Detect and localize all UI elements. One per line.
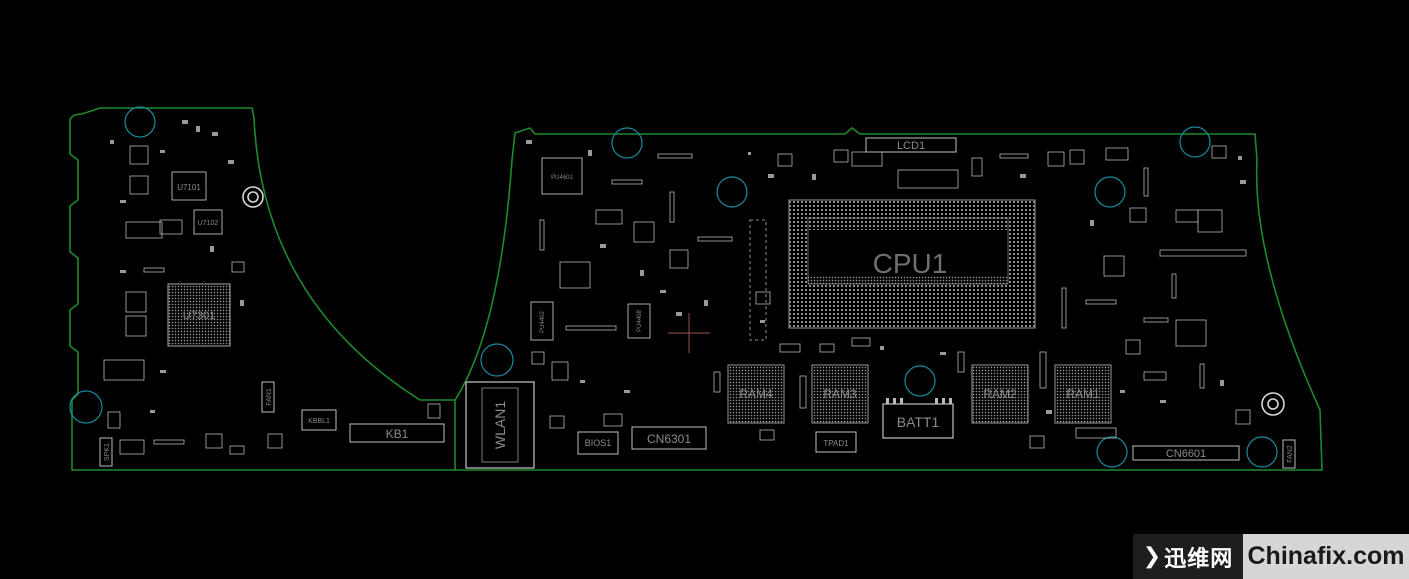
batt1-connector [882,403,954,439]
pu4601-label: PU4601 [551,175,573,181]
watermark-right: Chinafix.com [1243,534,1409,579]
ram-chips [727,364,1112,424]
cn6301-label: CN6301 [647,432,691,446]
u7101-chip [171,171,207,201]
right-board-outline [454,126,1323,471]
u7102-chip [193,209,223,235]
kb1-connector [349,423,445,443]
pu4601-chip [541,157,583,195]
wlan1-shield [465,381,535,469]
watermark-left-text: 迅维网 [1164,546,1234,572]
cpu1-label: CPU1 [873,248,948,279]
batt1-pins [886,398,952,404]
fan1-connector [261,381,275,413]
plated-holes [242,186,1285,416]
ram4-label: RAM4 [739,387,773,401]
pu4408-chip [627,303,651,339]
tpad1-connector [815,431,857,453]
arrow-icon: ❯ [1142,544,1163,569]
u7301-chip [167,283,231,347]
fan1-label: FAN1 [266,388,273,406]
fan2-connector [1282,439,1296,469]
u7102-label: U7102 [198,220,219,227]
bios1-label: BIOS1 [585,438,612,448]
cn6601-connector [1132,445,1240,461]
lcd1-connector [865,137,957,153]
passive-components [103,145,1251,455]
u7301-label: U7301 [183,310,215,322]
bios1-chip [577,431,619,455]
pu4408-label: PU4408 [637,309,643,331]
kbbl1-connector [301,409,337,431]
pu4402-chip [530,301,554,341]
ram3-label: RAM3 [823,387,857,401]
pu4402-label: PU4402 [540,310,546,332]
batt1-label: BATT1 [897,414,940,430]
wlan1-module [481,387,519,463]
kb1-label: KB1 [386,427,409,441]
watermark: ❯ 迅维网 Chinafix.com [1133,534,1409,579]
ram2-label: RAM2 [983,387,1017,401]
cpu1-footprint [788,199,1036,329]
spk1-label: SPK1 [104,443,111,461]
crosshair-marker [668,313,710,353]
left-board-outline [69,107,456,471]
fan2-label: FAN2 [1287,445,1294,463]
wlan1-label: WLAN1 [492,401,508,449]
watermark-left: ❯ 迅维网 [1133,534,1243,579]
tpad1-label: TPAD1 [823,439,849,448]
u7101-label: U7101 [177,183,201,192]
cn6301-connector [631,426,707,450]
mounting-holes [69,106,1278,468]
ram1-label: RAM1 [1066,387,1100,401]
kbbl1-label: KBBL1 [308,418,330,425]
small-pads [110,120,1246,414]
cn6601-label: CN6601 [1166,448,1206,460]
lcd1-label: LCD1 [897,140,925,152]
spk1-connector [99,437,113,467]
watermark-right-text: Chinafix.com [1247,542,1405,570]
